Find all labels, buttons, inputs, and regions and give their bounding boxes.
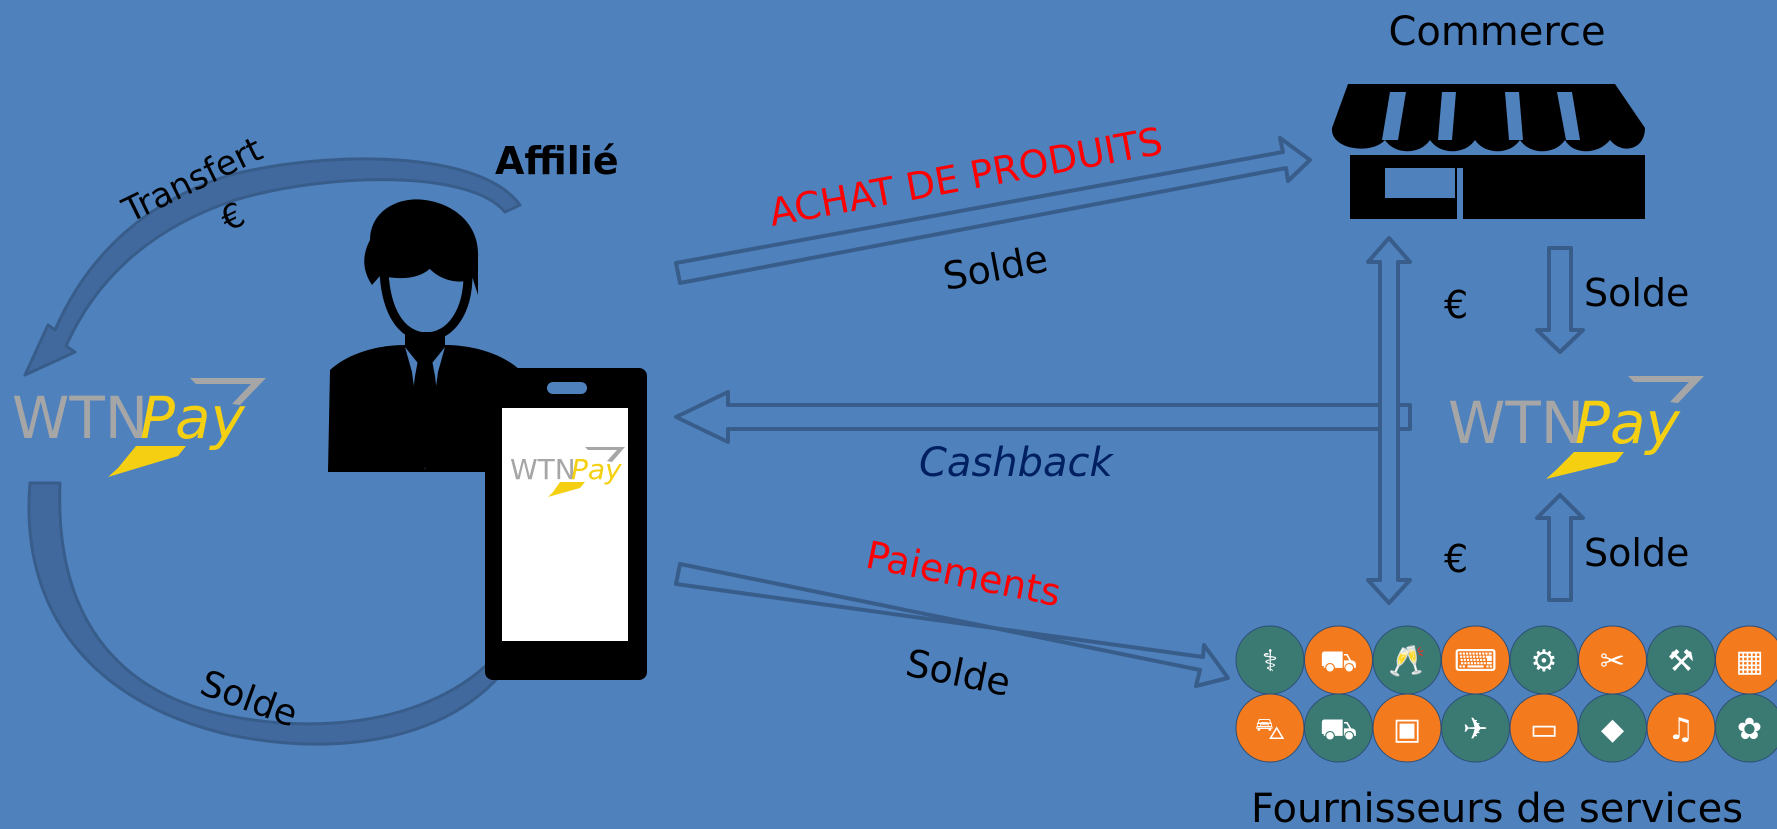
svg-text:Pay: Pay xyxy=(1575,389,1681,457)
services-solde-up-arrow xyxy=(1535,493,1585,602)
svg-text:⚕: ⚕ xyxy=(1262,644,1278,679)
svg-text:⚙: ⚙ xyxy=(1531,644,1558,679)
achat-solde-label: Solde xyxy=(940,236,1052,298)
paw-icon: ✿ xyxy=(1715,693,1777,763)
svg-text:⛟: ⛟ xyxy=(1320,712,1358,747)
paiements-arrow xyxy=(674,562,1230,688)
store-icon xyxy=(1331,84,1645,219)
logo-brand-yellow: Pay xyxy=(140,384,246,452)
cleaning-icon: ✂ xyxy=(1578,625,1647,695)
car-repair-icon: ⚙ xyxy=(1509,625,1579,695)
truck-icon: ⛟ xyxy=(1304,693,1373,763)
svg-text:⌨: ⌨ xyxy=(1454,644,1497,679)
logo-brand-gray: WTN xyxy=(12,384,148,452)
commerce-solde-label: Solde xyxy=(1584,271,1689,315)
wtnpay-logo-phone: WTN Pay xyxy=(510,447,625,497)
smartphone-icon: WTN Pay xyxy=(485,368,647,680)
cashier-icon: ⌨ xyxy=(1441,625,1510,695)
cashback-arrow xyxy=(674,390,1412,444)
svg-text:◆: ◆ xyxy=(1601,712,1624,747)
transfert-euro-label: € xyxy=(214,195,251,240)
svg-text:▦: ▦ xyxy=(1735,644,1763,679)
svg-text:⛍: ⛍ xyxy=(1255,712,1286,747)
helicopter-icon: ✈ xyxy=(1441,693,1510,763)
affiliate-title: Affilié xyxy=(495,139,619,183)
guitar-icon: ♫ xyxy=(1646,693,1716,763)
svg-text:▭: ▭ xyxy=(1530,712,1558,747)
svg-text:✂: ✂ xyxy=(1600,644,1625,679)
paiements-label: Paiements xyxy=(862,533,1064,616)
city-icon: ▦ xyxy=(1715,625,1777,695)
laptop-icon: ▭ xyxy=(1509,693,1579,763)
wtnpay-logo-right: WTN Pay xyxy=(1448,376,1704,479)
stethoscope-icon: ⚕ xyxy=(1235,625,1305,695)
service-providers-title: Fournisseurs de services xyxy=(1251,786,1743,829)
champagne-icon: 🥂 xyxy=(1372,625,1442,695)
tools-icon: ⚒ xyxy=(1646,625,1716,695)
svg-text:🥂: 🥂 xyxy=(1388,644,1425,679)
services-euro-label: € xyxy=(1444,537,1468,581)
svg-text:♫: ♫ xyxy=(1668,712,1695,747)
svg-text:WTN: WTN xyxy=(510,453,576,486)
svg-text:✈: ✈ xyxy=(1463,712,1488,747)
affiliate-person-icon xyxy=(328,199,520,472)
commerce-title: Commerce xyxy=(1388,9,1605,55)
wtnpay-logo-left: WTN Pay xyxy=(12,378,266,477)
graduation-cap-icon: ◆ xyxy=(1578,693,1647,763)
achat-arrow xyxy=(674,136,1312,285)
svg-text:⛟: ⛟ xyxy=(1320,644,1358,679)
svg-text:⚒: ⚒ xyxy=(1668,644,1695,679)
svg-text:WTN: WTN xyxy=(1448,389,1584,457)
service-providers-grid: ⚕ ⛟ 🥂 ⌨ ⚙ ✂ ⚒ ▦ ⛍ ⛟ ▣ ✈ ▭ ◆ ♫ ✿ xyxy=(1235,625,1777,763)
transfer-loop-arrow xyxy=(23,157,522,377)
vertical-double-arrow xyxy=(1366,236,1412,605)
paiements-solde-label: Solde xyxy=(902,641,1014,705)
cashback-label: Cashback xyxy=(919,440,1115,486)
commerce-solde-down-arrow xyxy=(1535,246,1585,354)
car-location-icon: ⛟ xyxy=(1304,625,1373,695)
bus-icon: ▣ xyxy=(1372,693,1442,763)
svg-text:✿: ✿ xyxy=(1737,712,1762,747)
svg-text:▣: ▣ xyxy=(1393,712,1421,747)
commerce-euro-label: € xyxy=(1444,283,1468,327)
services-solde-label: Solde xyxy=(1584,531,1689,575)
svg-text:Pay: Pay xyxy=(571,453,622,486)
scooter-delivery-icon: ⛍ xyxy=(1235,693,1305,763)
